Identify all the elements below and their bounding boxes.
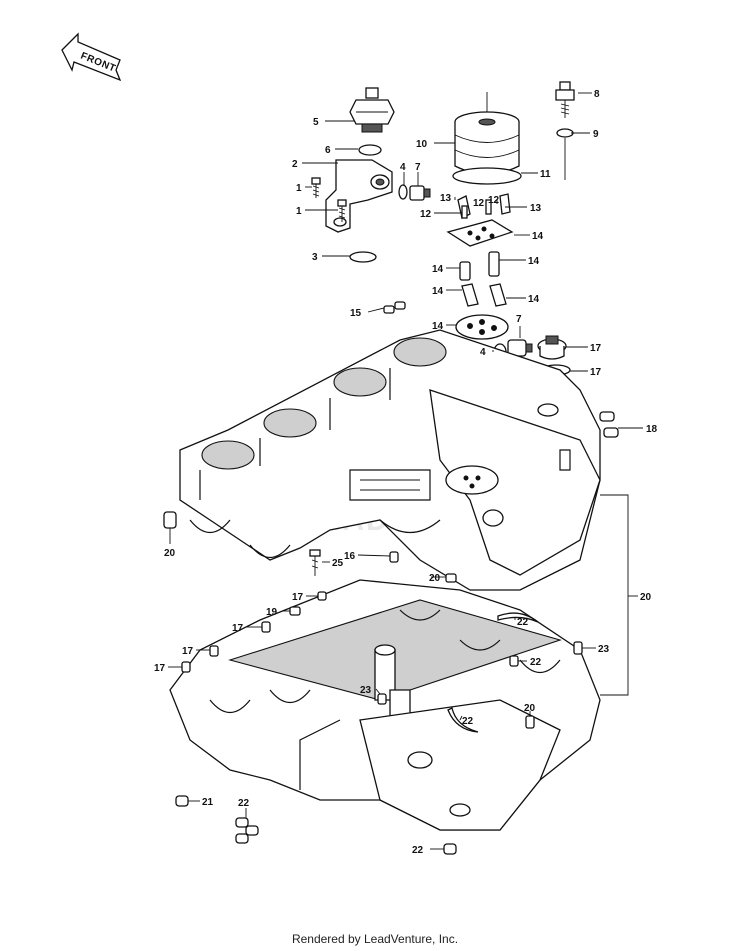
callout-23-upper: 22 [517,617,529,628]
callout-24-right-mid: 22 [530,657,542,668]
callout-22-lower-left: 21 [202,797,214,808]
callout-24-center: 23 [360,685,372,696]
gasket-washer [398,184,408,200]
filter-gasket [452,167,522,185]
callout-8: 8 [594,89,600,100]
callout-20-right: 18 [646,424,658,435]
o-ring-6 [358,144,382,156]
callout-14-upper-left: 13 [440,193,452,204]
callout-4-upper: 4 [400,162,406,173]
oil-filter-mount-plate [446,219,514,247]
callout-20-mid: 19 [266,607,278,618]
pin-24c [377,693,387,705]
callout-19: 17 [590,367,602,378]
pin-24a [509,655,519,667]
callout-23-lower: 22 [462,716,474,727]
bearing-insert-23a [497,612,539,623]
elbow-fittings-upper [457,193,511,219]
callout-9: 9 [593,129,599,140]
oil-filter [454,92,520,175]
pin-24b [573,641,583,655]
callout-22-group: 22 [238,798,250,809]
bolt-upper [311,177,321,198]
dowel-20b [289,606,301,616]
drain-plug-2 [507,339,533,357]
dowel-17d [261,621,271,633]
collar-22a [163,511,177,529]
dowel-17c [317,591,327,601]
collar-22e [443,843,457,855]
collar-group-22d [235,817,259,844]
callout-17-top: 15 [350,308,362,319]
callout-1-upper: 1 [296,183,302,194]
callout-12-mid: 12 [488,195,500,206]
stud-bolt-25 [309,549,321,576]
callout-1-lower: 1 [296,206,302,217]
callout-22-center: 20 [429,573,441,584]
callout-2: 2 [292,159,298,170]
oil-filler-cap [537,335,567,360]
lower-crankcase [169,579,601,831]
dowel-17e [209,645,219,657]
callout-13-right: 14 [528,256,540,267]
callout-15: 14 [532,231,544,242]
callout-6: 6 [325,145,331,156]
callout-22-left: 20 [164,548,176,559]
callout-24-right: 23 [598,644,610,655]
callout-14-lower-right: 14 [528,294,540,305]
callout-4-lower: 4 [480,347,486,358]
oil-passage-bracket [325,159,393,233]
dowel-17b [389,551,399,563]
o-ring-3 [349,251,377,263]
callout-21: 20 [640,592,652,603]
collar-22c [175,795,189,807]
oil-passage-plate [455,314,509,340]
callout-3: 3 [312,252,318,263]
footer-credit: Rendered by LeadVenture, Inc. [291,932,459,946]
dowel-20c [525,715,535,729]
callout-17-left-lower: 17 [154,663,166,674]
callout-20-lower: 20 [524,703,536,714]
dowel-17f [181,661,191,673]
callout-17-mid: 17 [292,592,304,603]
upper-crankcase [179,329,601,591]
callout-11: 11 [540,169,551,180]
callout-22-bottom: 22 [412,845,424,856]
callout-12-upper: 12 [473,198,485,209]
drain-plug [409,185,431,201]
front-arrow-icon: FRONT [61,32,122,82]
oil-pressure-switch [349,87,395,133]
sensor-washer [556,128,574,138]
callout-12-left: 12 [420,209,432,220]
leader-lines [168,92,643,850]
callout-14-lower-left: 14 [432,286,444,297]
callout-7-upper: 7 [415,162,421,173]
callout-13-left: 14 [432,264,444,275]
callout-10: 10 [416,139,428,150]
callout-7-lower: 7 [516,314,522,325]
callout-25: 25 [332,558,344,569]
dowel-pin-17a [383,301,406,314]
collar-22b [445,573,457,583]
oil-temperature-sensor [555,81,575,118]
callout-5: 5 [313,117,319,128]
bearing-insert-23b [447,707,479,733]
callout-17-lower: 17 [232,623,244,634]
oil-pipes [459,251,507,307]
dowel-pair-20a [599,411,619,438]
callout-16: 14 [432,321,444,332]
callout-17-center: 16 [344,551,356,562]
callout-17-left-upper: 17 [182,646,194,657]
callout-14-upper-right: 13 [530,203,542,214]
callout-18: 17 [590,343,602,354]
bolt-lower [337,199,347,222]
